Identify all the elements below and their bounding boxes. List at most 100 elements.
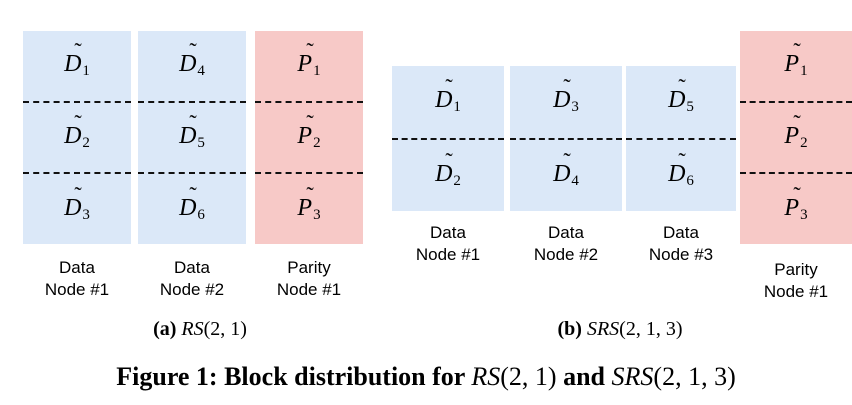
node-label-line: Data (663, 223, 699, 242)
node-label-line: Node #1 (763, 282, 829, 301)
node-label-line: Node #3 (648, 245, 714, 264)
block-p3: ˜P3 (255, 172, 363, 244)
block-letter: D (179, 194, 197, 221)
tilde-mark: ˜ (678, 74, 686, 100)
panel-b-data-node-3: ˜D5˜D6 (626, 66, 736, 211)
block-index: 3 (313, 206, 321, 223)
block-symbol: ˜P2 (784, 112, 808, 151)
block-symbol: ˜D2 (64, 112, 90, 151)
block-letter: P (784, 123, 800, 149)
block-letter: D (64, 194, 82, 221)
block-symbol: ˜P1 (297, 40, 321, 80)
block-index: 1 (313, 63, 321, 80)
tilde-mark: ˜ (74, 110, 82, 135)
node-label-line: Parity (287, 258, 331, 277)
block-symbol: ˜D5 (668, 76, 694, 116)
block-index: 4 (571, 172, 579, 189)
panel-a-data-node-2: ˜D4˜D5˜D6 (138, 31, 246, 244)
block-d4: ˜D4 (510, 137, 622, 212)
tilde-mark: ˜ (563, 74, 571, 100)
block-p3: ˜P3 (740, 172, 852, 244)
block-symbol: ˜D4 (179, 40, 205, 80)
panel-b-data-node-2: ˜D3˜D4 (510, 66, 622, 211)
block-letter: D (179, 51, 197, 78)
block-index: 4 (197, 63, 205, 80)
block-symbol: ˜P2 (297, 112, 321, 151)
block-letter: D (668, 87, 686, 114)
tilde-mark: ˜ (306, 110, 314, 135)
node-label-line: Node #1 (44, 280, 110, 299)
block-letter: D (435, 160, 453, 187)
block-symbol: ˜P1 (784, 40, 808, 80)
block-p1: ˜P1 (740, 31, 852, 101)
panel-b-caption: (b) SRS(2, 1, 3) (557, 318, 683, 340)
block-index: 2 (453, 172, 461, 189)
block-letter: D (668, 160, 686, 187)
block-d6: ˜D6 (626, 137, 736, 212)
block-p2: ˜P2 (255, 100, 363, 173)
block-index: 2 (82, 135, 90, 151)
node-label-line: Node #2 (159, 280, 225, 299)
block-index: 5 (686, 99, 694, 116)
block-letter: D (64, 51, 82, 78)
tilde-mark: ˜ (445, 147, 453, 173)
block-symbol: ˜P3 (297, 183, 321, 223)
block-letter: D (64, 123, 82, 149)
block-index: 2 (313, 135, 321, 151)
block-letter: P (297, 123, 313, 149)
block-symbol: ˜D6 (179, 183, 205, 223)
tilde-mark: ˜ (189, 110, 197, 135)
block-d2: ˜D2 (23, 100, 131, 173)
tilde-mark: ˜ (189, 38, 197, 64)
block-symbol: ˜D4 (553, 149, 579, 189)
block-symbol: ˜D6 (668, 149, 694, 189)
block-letter: D (435, 87, 453, 114)
block-index: 2 (800, 135, 808, 151)
figure-caption: Figure 1: Block distribution for RS(2, 1… (116, 362, 736, 391)
block-d5: ˜D5 (626, 66, 736, 138)
block-index: 1 (800, 63, 808, 80)
block-d6: ˜D6 (138, 172, 246, 244)
block-p2: ˜P2 (740, 100, 852, 173)
block-letter: D (179, 123, 197, 149)
block-letter: D (553, 87, 571, 114)
block-d1: ˜D1 (23, 31, 131, 101)
block-symbol: ˜D2 (435, 149, 461, 189)
node-label-line: Node #1 (276, 280, 342, 299)
panel-b-parity-node-1: ˜P1˜P2˜P3 (740, 31, 852, 244)
tilde-mark: ˜ (793, 38, 801, 64)
block-d3: ˜D3 (510, 66, 622, 138)
node-label-line: Node #1 (415, 245, 481, 264)
block-index: 3 (800, 206, 808, 223)
panel-a-caption: (a) RS(2, 1) (153, 318, 247, 340)
panel-b-data-node-1: ˜D1˜D2 (392, 66, 504, 211)
block-symbol: ˜P3 (784, 183, 808, 223)
block-index: 5 (197, 135, 205, 151)
node-label-line: Data (59, 258, 95, 277)
block-symbol: ˜D3 (64, 183, 90, 223)
block-d4: ˜D4 (138, 31, 246, 101)
block-index: 1 (82, 63, 90, 80)
node-label-line: Node #2 (533, 245, 599, 264)
node-label-line: Parity (774, 260, 818, 279)
block-symbol: ˜D3 (553, 76, 579, 115)
block-d3: ˜D3 (23, 172, 131, 244)
block-symbol: ˜D1 (435, 76, 461, 115)
tilde-mark: ˜ (189, 181, 197, 207)
tilde-mark: ˜ (306, 181, 314, 207)
node-label-line: Data (430, 223, 466, 242)
block-symbol: ˜D1 (64, 40, 90, 80)
block-letter: P (297, 194, 313, 221)
block-d5: ˜D5 (138, 100, 246, 173)
block-letter: P (784, 194, 800, 221)
block-p1: ˜P1 (255, 31, 363, 101)
tilde-mark: ˜ (445, 74, 453, 100)
panel-a-parity-node-1: ˜P1˜P2˜P3 (255, 31, 363, 244)
tilde-mark: ˜ (793, 181, 801, 207)
node-label-line: Data (548, 223, 584, 242)
